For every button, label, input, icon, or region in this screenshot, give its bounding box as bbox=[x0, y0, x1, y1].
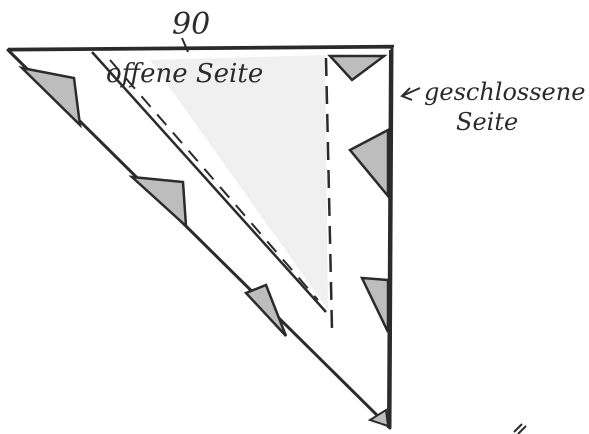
notch-right-2 bbox=[350, 130, 388, 196]
notch-right-top bbox=[330, 56, 384, 80]
angle-label: 90 bbox=[172, 7, 210, 42]
closed-side-label-line2: Seite bbox=[456, 108, 518, 136]
notch-left-1 bbox=[22, 68, 80, 125]
notch-left-2 bbox=[132, 177, 186, 226]
notch-right-3 bbox=[362, 278, 388, 332]
stray-mark bbox=[514, 424, 526, 434]
open-side-label: offene Seite bbox=[106, 59, 263, 89]
closed-side-edge bbox=[389, 50, 391, 428]
closed-side-label-line1: geschlossene bbox=[424, 78, 585, 106]
notch-left-3 bbox=[246, 285, 286, 336]
